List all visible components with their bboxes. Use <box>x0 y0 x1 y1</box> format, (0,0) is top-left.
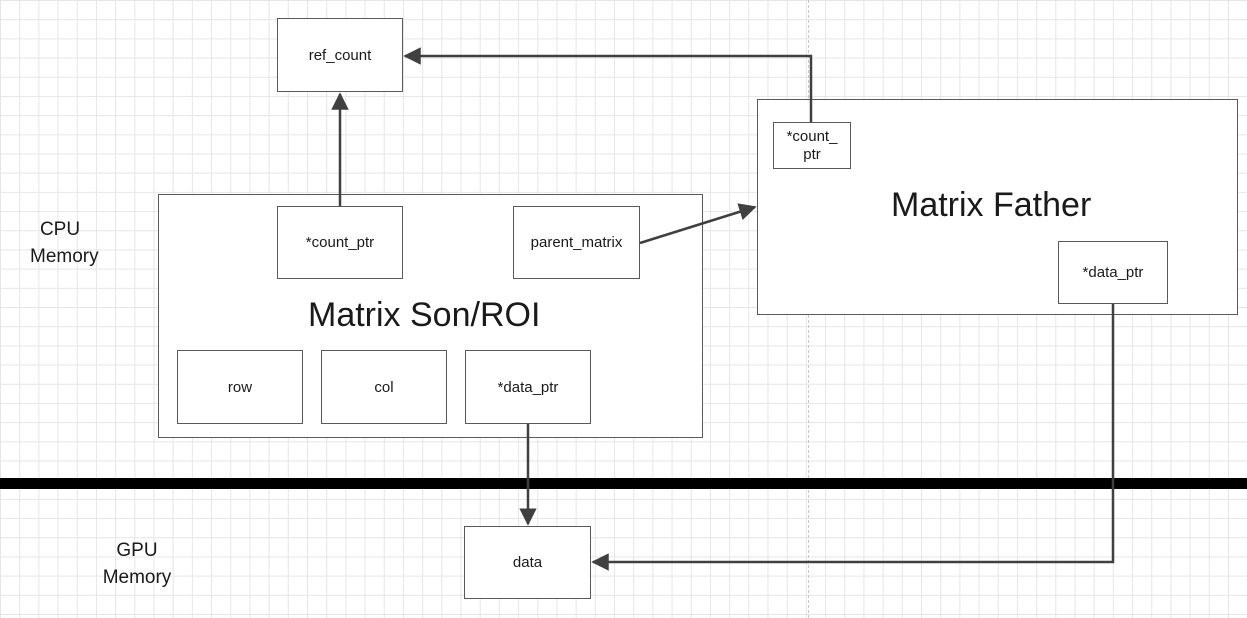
parent-matrix-to-father-arrow <box>639 203 757 245</box>
gpu-memory-label: GPU Memory <box>102 540 172 588</box>
son-count-ptr-label: *count_ptr <box>305 234 375 251</box>
father-data-ptr-label: *data_ptr <box>1082 264 1144 281</box>
father-data-ptr-to-data-arrow <box>591 304 1115 571</box>
memory-boundary-bar <box>0 478 1247 489</box>
father-count-ptr-to-ref-count-arrow <box>403 47 813 122</box>
gpu-data-label: data <box>512 554 543 571</box>
son-data-ptr-label: *data_ptr <box>497 378 559 396</box>
ref-count-box[interactable]: ref_count <box>277 18 403 92</box>
father-count-ptr-label: *count_ ptr <box>786 127 838 163</box>
cpu-memory-label: CPU Memory <box>30 219 99 267</box>
son-row-box[interactable]: row <box>177 350 303 424</box>
son-col-box[interactable]: col <box>321 350 447 424</box>
father-count-ptr-box[interactable]: *count_ ptr <box>773 122 851 169</box>
matrix-son-title: Matrix Son/ROI <box>308 296 541 334</box>
son-row-label: row <box>227 378 253 396</box>
father-data-ptr-box[interactable]: *data_ptr <box>1058 241 1168 304</box>
son-col-label: col <box>374 378 394 396</box>
matrix-father-title: Matrix Father <box>891 186 1092 224</box>
son-count-ptr-box[interactable]: *count_ptr <box>277 206 403 279</box>
son-parent-matrix-box[interactable]: parent_matrix <box>513 206 640 279</box>
gpu-data-box[interactable]: data <box>464 526 591 599</box>
son-data-ptr-box[interactable]: *data_ptr <box>465 350 591 424</box>
son-parent-matrix-label: parent_matrix <box>530 234 623 251</box>
ref-count-label: ref_count <box>308 46 372 64</box>
